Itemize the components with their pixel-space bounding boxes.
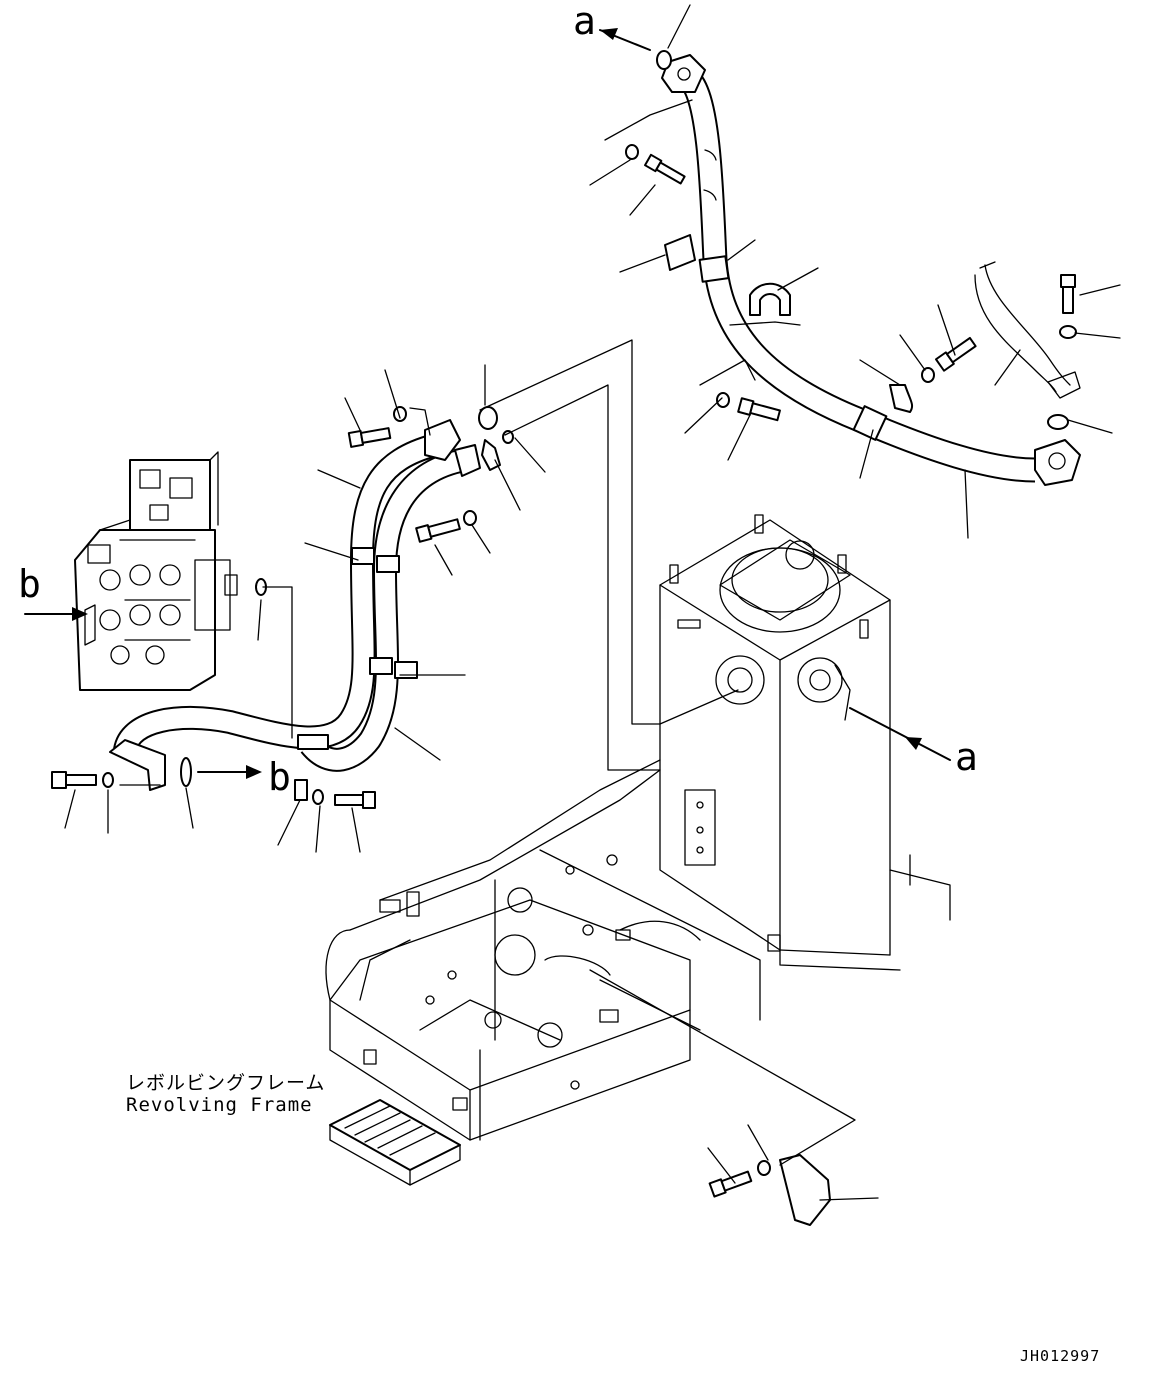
view-label-a-right: a — [955, 735, 978, 779]
view-arrows — [24, 28, 951, 779]
frame-label-japanese: レボルビングフレーム — [126, 1072, 326, 1094]
hydraulic-tank — [659, 514, 951, 971]
view-label-a-top: a — [573, 0, 596, 43]
suction-hose — [661, 54, 1081, 486]
arrow-b-left-icon — [72, 607, 88, 621]
view-label-b-bottom: b — [268, 755, 291, 799]
view-label-b-left: b — [18, 562, 41, 606]
frame-label-english: Revolving Frame — [126, 1094, 313, 1116]
control-valve — [74, 451, 238, 691]
arrow-a-right-icon — [905, 737, 922, 750]
arrow-b-bottom-icon — [246, 765, 262, 779]
drawing-code: JH012997 — [1020, 1347, 1101, 1365]
revolving-frame — [325, 759, 761, 1186]
leader-lines — [64, 4, 1121, 1201]
arrow-a-top-icon — [600, 28, 618, 40]
pressure-hoses — [109, 419, 501, 791]
